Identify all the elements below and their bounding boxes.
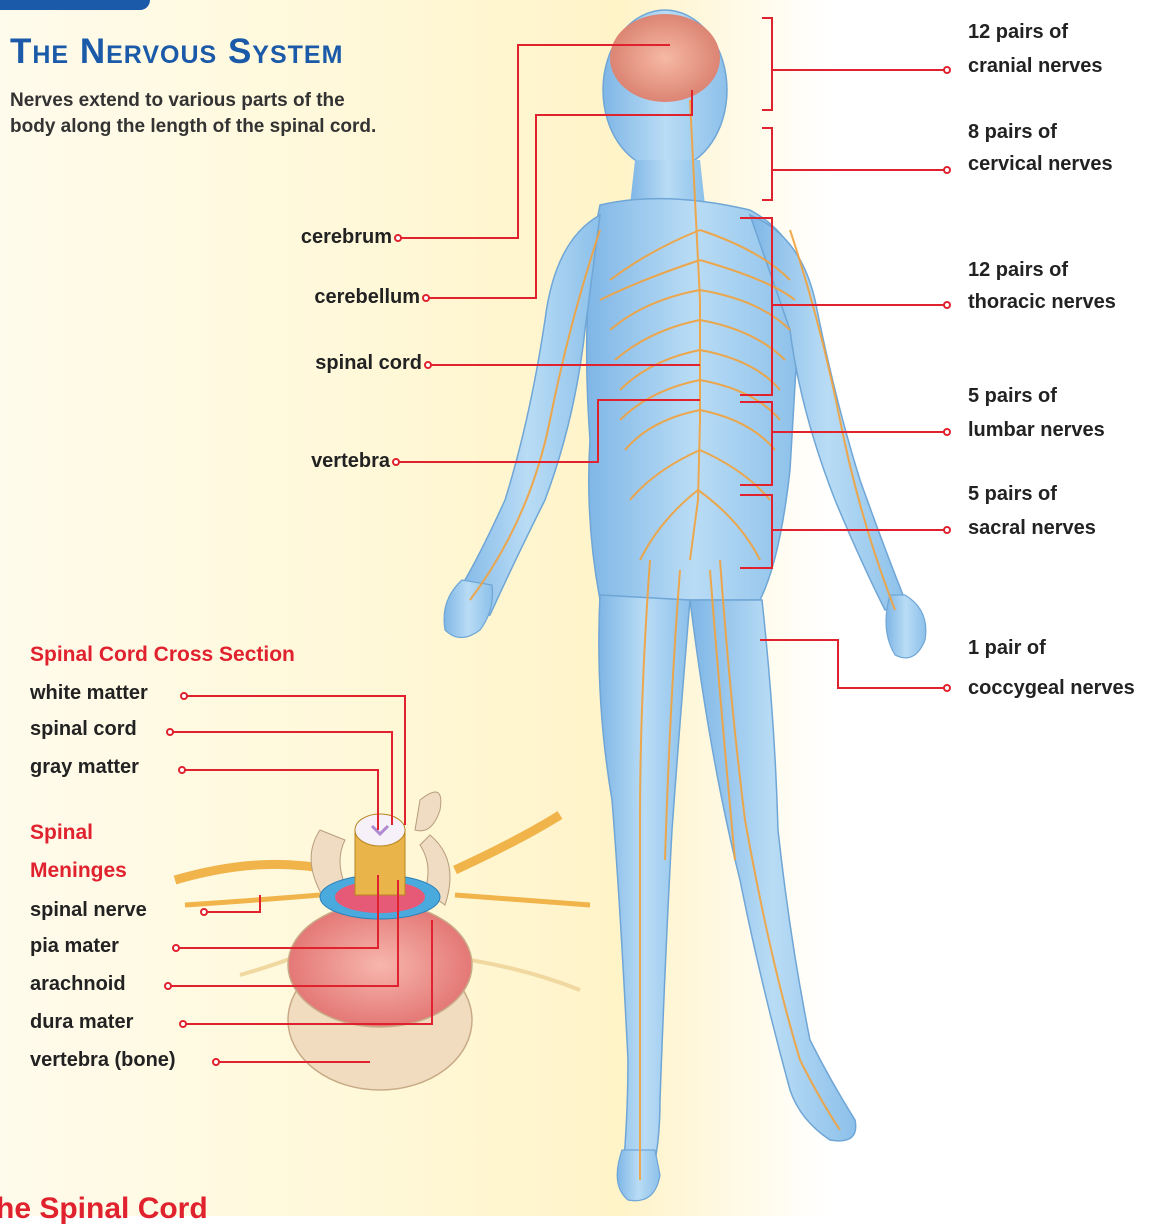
connector-dots-right — [944, 67, 950, 691]
nerve-group-name-sacral: sacral nerves — [968, 516, 1096, 541]
nerve-group-name-lumbar: lumbar nerves — [968, 418, 1105, 443]
human-body-figure — [444, 10, 926, 1201]
label-spinal-nerve: spinal nerve — [30, 898, 147, 923]
nerve-group-name-coccygeal: coccygeal nerves — [968, 676, 1135, 701]
label-vertebra: vertebra — [270, 449, 390, 474]
meninges-heading-line2: Meninges — [30, 858, 127, 883]
nerve-group-name-cranial: cranial nerves — [968, 54, 1103, 79]
label-pia-mater: pia mater — [30, 934, 119, 959]
label-cerebellum: cerebellum — [270, 285, 420, 310]
nerve-group-name-thoracic: thoracic nerves — [968, 290, 1116, 315]
page-title: The Nervous System — [10, 32, 343, 72]
label-gray-matter: gray matter — [30, 755, 139, 780]
cross-section-heading: Spinal Cord Cross Section — [30, 642, 295, 667]
intro-text: Nerves extend to various parts of the bo… — [10, 88, 380, 140]
section-heading-spinal-cord: he Spinal Cord — [0, 1194, 208, 1224]
label-vertebra-bone: vertebra (bone) — [30, 1048, 176, 1073]
nerve-group-count-cervical: 8 pairs of — [968, 120, 1057, 145]
label-cerebrum: cerebrum — [270, 225, 392, 250]
spinal-cross-section-illustration — [175, 792, 590, 1090]
label-cross-spinal-cord: spinal cord — [30, 717, 137, 742]
brain-shape — [610, 14, 720, 102]
label-white-matter: white matter — [30, 681, 148, 706]
nerve-group-count-thoracic: 12 pairs of — [968, 258, 1068, 283]
meninges-heading-line1: Spinal — [30, 820, 93, 845]
nerve-group-count-cranial: 12 pairs of — [968, 20, 1068, 45]
label-spinal-cord: spinal cord — [270, 351, 422, 376]
nerve-group-count-lumbar: 5 pairs of — [968, 384, 1057, 409]
nerve-group-count-sacral: 5 pairs of — [968, 482, 1057, 507]
nerve-group-count-coccygeal: 1 pair of — [968, 636, 1046, 661]
label-arachnoid: arachnoid — [30, 972, 126, 997]
nerve-group-name-cervical: cervical nerves — [968, 152, 1113, 177]
label-dura-mater: dura mater — [30, 1010, 133, 1035]
connector-dots-body — [393, 235, 431, 465]
